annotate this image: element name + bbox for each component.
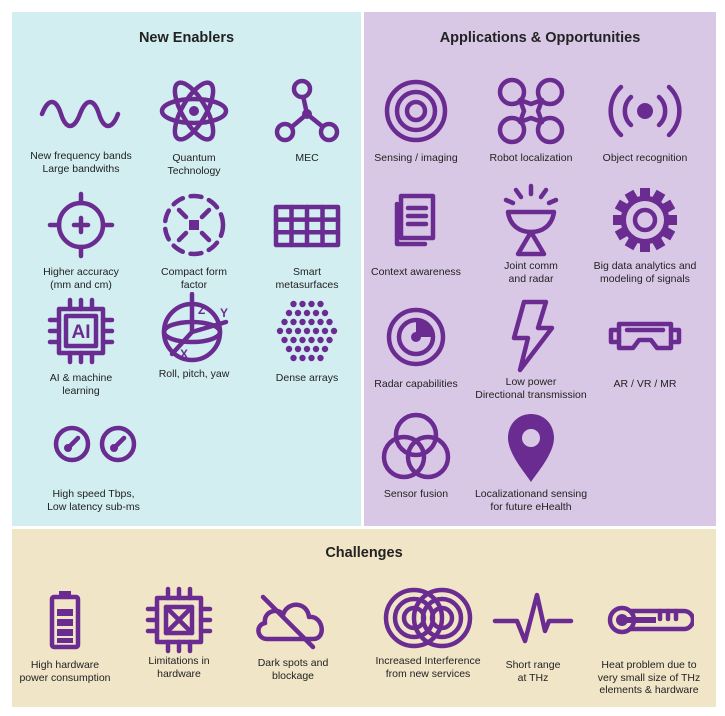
enabler-label: MEC <box>295 152 319 164</box>
crosshair-icon <box>47 191 115 259</box>
enabler-label: High speed Tbps, Low latency sub-ms <box>47 488 140 513</box>
drone-icon <box>497 77 565 145</box>
map-pin-icon <box>508 414 554 482</box>
atom-icon <box>159 80 229 142</box>
enabler-label: AI & machine learning <box>49 372 113 397</box>
x-axis-label: X <box>180 347 188 361</box>
app-label: Localizationand sensing for future eHeal… <box>474 488 588 513</box>
chip-cross-icon <box>145 586 213 654</box>
enabler-new-frequency-bands: New frequency bands Large bandwiths <box>16 84 146 175</box>
enabler-higher-accuracy: Higher accuracy (mm and cm) <box>16 190 146 291</box>
app-sensor-fusion: Sensor fusion <box>351 410 481 501</box>
wave-icon <box>39 99 121 129</box>
app-joint-comm-radar: Joint comm and radar <box>466 182 596 285</box>
thermometer-icon <box>607 605 694 635</box>
challenge-heat-problem: Heat problem due to very small size of T… <box>584 589 714 697</box>
venn-icon <box>381 412 451 480</box>
pulse-icon <box>492 592 574 644</box>
vr-headset-icon <box>608 321 682 351</box>
enabler-compact-form-factor: Compact form factor <box>129 190 259 291</box>
enabler-mec: MEC <box>242 76 372 165</box>
new-enablers-panel: New Enablers New frequency bands Large b… <box>12 12 361 526</box>
app-sensing-imaging: Sensing / imaging <box>351 76 481 165</box>
cloud-off-icon <box>256 594 324 650</box>
challenge-label: Limitations in hardware <box>148 655 210 680</box>
app-label: Sensing / imaging <box>374 152 458 164</box>
dish-antenna-icon <box>503 183 559 257</box>
challenge-label: High hardware power consumption <box>19 659 111 684</box>
enabler-label: Dense arrays <box>275 372 339 384</box>
challenge-short-range: Short range at THz <box>468 589 598 684</box>
applications-panel: Applications & Opportunities Sensing / i… <box>364 12 716 526</box>
battery-icon <box>49 591 81 650</box>
radar-icon <box>386 307 446 367</box>
enabler-smart-metasurfaces: Smart metasurfaces <box>242 190 372 291</box>
challenge-label: Short range at THz <box>505 659 561 684</box>
app-low-power: Low power Directional transmission <box>466 298 596 401</box>
challenge-label: Increased Interference from new services <box>375 655 481 680</box>
enabler-label: Higher accuracy (mm and cm) <box>43 266 119 291</box>
app-big-data: Big data analytics and modeling of signa… <box>580 182 710 285</box>
app-label: Robot localization <box>489 152 573 164</box>
network-nodes-icon <box>274 78 340 143</box>
compact-circle-icon <box>162 193 226 257</box>
ai-chip-icon: AI <box>47 297 115 365</box>
challenge-label: Heat problem due to very small size of T… <box>597 659 701 696</box>
app-label: Low power Directional transmission <box>475 376 587 401</box>
challenge-hardware-limitations: Limitations in hardware <box>114 585 244 680</box>
enabler-roll-pitch-yaw: Z Y X Roll, pitch, yaw <box>129 292 259 381</box>
enabler-ai-ml: AI AI & machine learning <box>16 296 146 397</box>
y-axis-label: Y <box>220 306 228 320</box>
app-radar-capabilities: Radar capabilities <box>351 302 481 391</box>
app-label: Object recognition <box>602 152 688 164</box>
enabler-dense-arrays: Dense arrays <box>242 296 372 385</box>
app-label: Radar capabilities <box>374 378 458 390</box>
app-object-recognition: Object recognition <box>580 76 710 165</box>
challenges-panel: Challenges High hardware power consumpti… <box>12 529 716 707</box>
grid-panel-icon <box>273 204 341 248</box>
target-rings-icon <box>384 79 448 143</box>
dot-array-icon <box>276 300 338 362</box>
challenge-dark-spots: Dark spots and blockage <box>228 589 358 682</box>
enabler-quantum-technology: Quantum Technology <box>129 76 259 177</box>
app-context-awareness: Context awareness <box>351 190 481 279</box>
challenge-power-consumption: High hardware power consumption <box>0 589 130 684</box>
gear-icon <box>613 188 677 252</box>
app-robot-localization: Robot localization <box>466 76 596 165</box>
applications-title: Applications & Opportunities <box>439 30 641 46</box>
app-label: AR / VR / MR <box>613 378 677 390</box>
app-label: Joint comm and radar <box>504 260 558 285</box>
enabler-label: New frequency bands Large bandwiths <box>30 150 132 175</box>
xyz-axes-icon: Z Y X <box>161 292 229 363</box>
interference-rings-icon <box>383 587 473 649</box>
new-enablers-title: New Enablers <box>138 30 235 46</box>
challenge-interference: Increased Interference from new services <box>348 585 508 680</box>
enabler-high-speed: High speed Tbps, Low latency sub-ms <box>16 418 171 513</box>
challenges-title: Challenges <box>325 545 403 561</box>
z-axis-label: Z <box>198 303 205 317</box>
enabler-label: Quantum Technology <box>167 152 221 177</box>
enabler-label: Roll, pitch, yaw <box>158 368 230 380</box>
app-label: Big data analytics and modeling of signa… <box>593 260 697 285</box>
broadcast-icon <box>608 84 682 138</box>
app-localization-ehealth: Localizationand sensing for future eHeal… <box>466 410 596 513</box>
challenge-label: Dark spots and blockage <box>257 657 329 682</box>
enabler-label: Compact form factor <box>161 266 227 291</box>
enabler-label: Smart metasurfaces <box>275 266 339 291</box>
app-label: Context awareness <box>371 266 461 278</box>
app-label: Sensor fusion <box>383 488 449 500</box>
svg-text:AI: AI <box>72 322 91 343</box>
app-ar-vr-mr: AR / VR / MR <box>580 302 710 391</box>
documents-icon <box>394 193 436 247</box>
lightning-icon <box>511 299 555 373</box>
gauges-icon <box>53 425 136 463</box>
